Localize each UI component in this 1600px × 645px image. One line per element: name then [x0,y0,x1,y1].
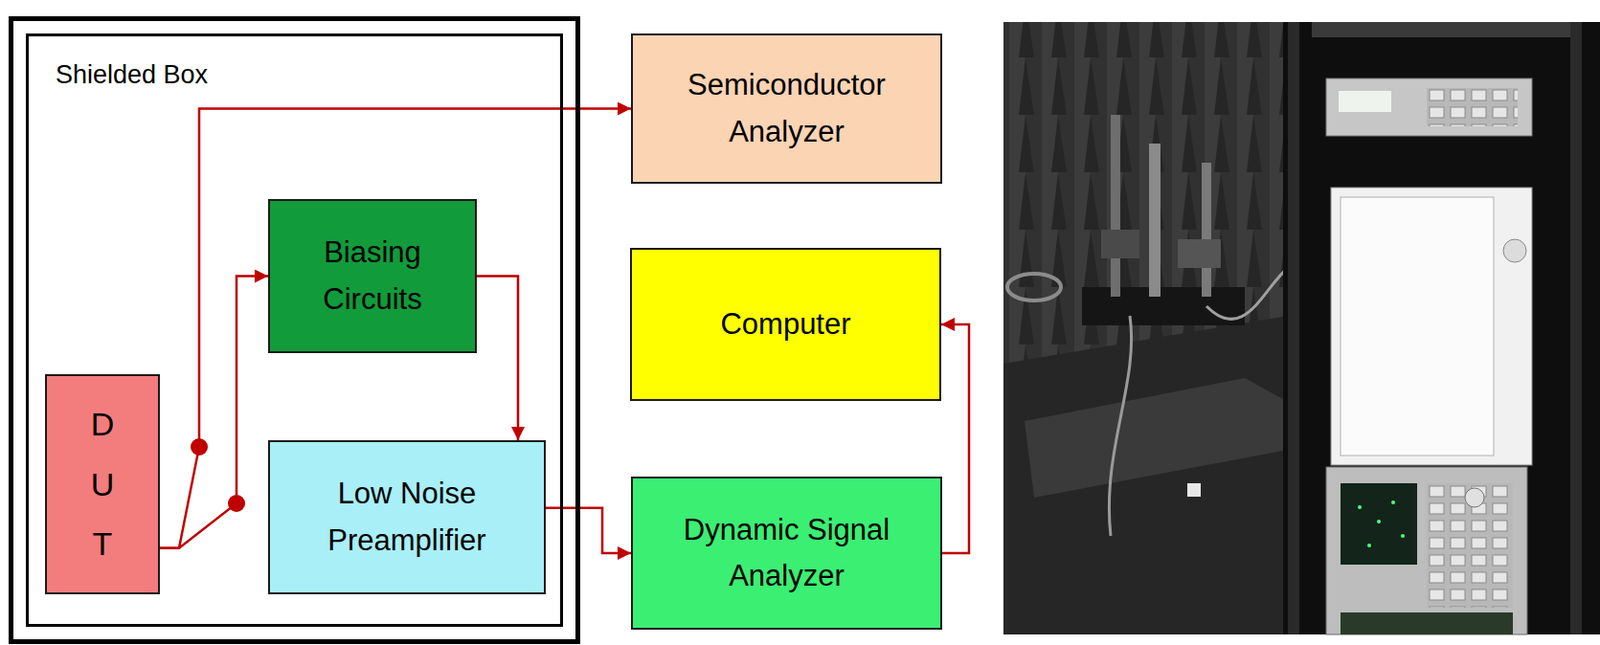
knob [1503,239,1527,263]
cable [1108,315,1131,537]
biasing-circuits-box: Biasing Circuits [268,199,477,354]
trace-dot [1357,505,1362,510]
signal-connector [941,324,970,554]
box-label: Computer [720,301,851,348]
semiconductor-analyzer-box: Semiconductor Analyzer [630,33,943,184]
box-label: D U T [81,394,124,576]
rack-post [1287,22,1300,635]
probe-post [1110,114,1121,297]
box-title: Shielded Box [55,59,208,91]
vial [1187,483,1201,497]
signal-analyzer-box: Dynamic Signal Analyzer [630,476,943,631]
trace-dot [1391,500,1396,505]
bench-top [1024,378,1288,498]
instrument-keys [1426,483,1513,609]
signal-connector [545,508,631,554]
box-label: Semiconductor Analyzer [644,62,929,155]
top-instrument [1326,78,1533,136]
instrument-display [1338,90,1392,113]
knob [1464,488,1485,508]
box-label: Dynamic Signal Analyzer [644,507,929,600]
lab-photo [1003,22,1600,635]
probe-head [1101,229,1140,259]
instrument-keys [1426,88,1518,127]
dut-box: D U T [45,374,160,595]
shielded-box: Shielded BoxBiasing Circuits D U T Low Noi… [25,33,564,628]
probe-post [1201,162,1212,297]
box-label: Low Noise Preamplifier [281,471,533,564]
instrument-rack [1283,22,1600,635]
signal-analyzer-instrument [1326,467,1528,635]
lower-instrument [1340,612,1513,635]
trace-dot [1367,543,1372,548]
probe-platform [1081,287,1245,326]
trace-dot [1400,534,1405,539]
keyboard [1311,22,1571,38]
signal-connector [159,276,269,549]
analyzer-instrument [1330,187,1533,466]
cable [1206,268,1288,319]
preamplifier-box: Low Noise Preamplifier [268,440,546,595]
probe-post [1149,143,1161,297]
box-label: Biasing Circuits [281,229,464,322]
rack-post [1570,22,1582,635]
computer-box: Computer [630,247,942,402]
signal-analyzer-screen [1340,483,1418,565]
cable-loop [1007,273,1061,301]
analyzer-screen [1340,197,1494,456]
probe-head [1177,239,1221,269]
bench [1003,315,1288,635]
signal-connector [476,276,519,442]
trace-dot [1376,519,1381,524]
